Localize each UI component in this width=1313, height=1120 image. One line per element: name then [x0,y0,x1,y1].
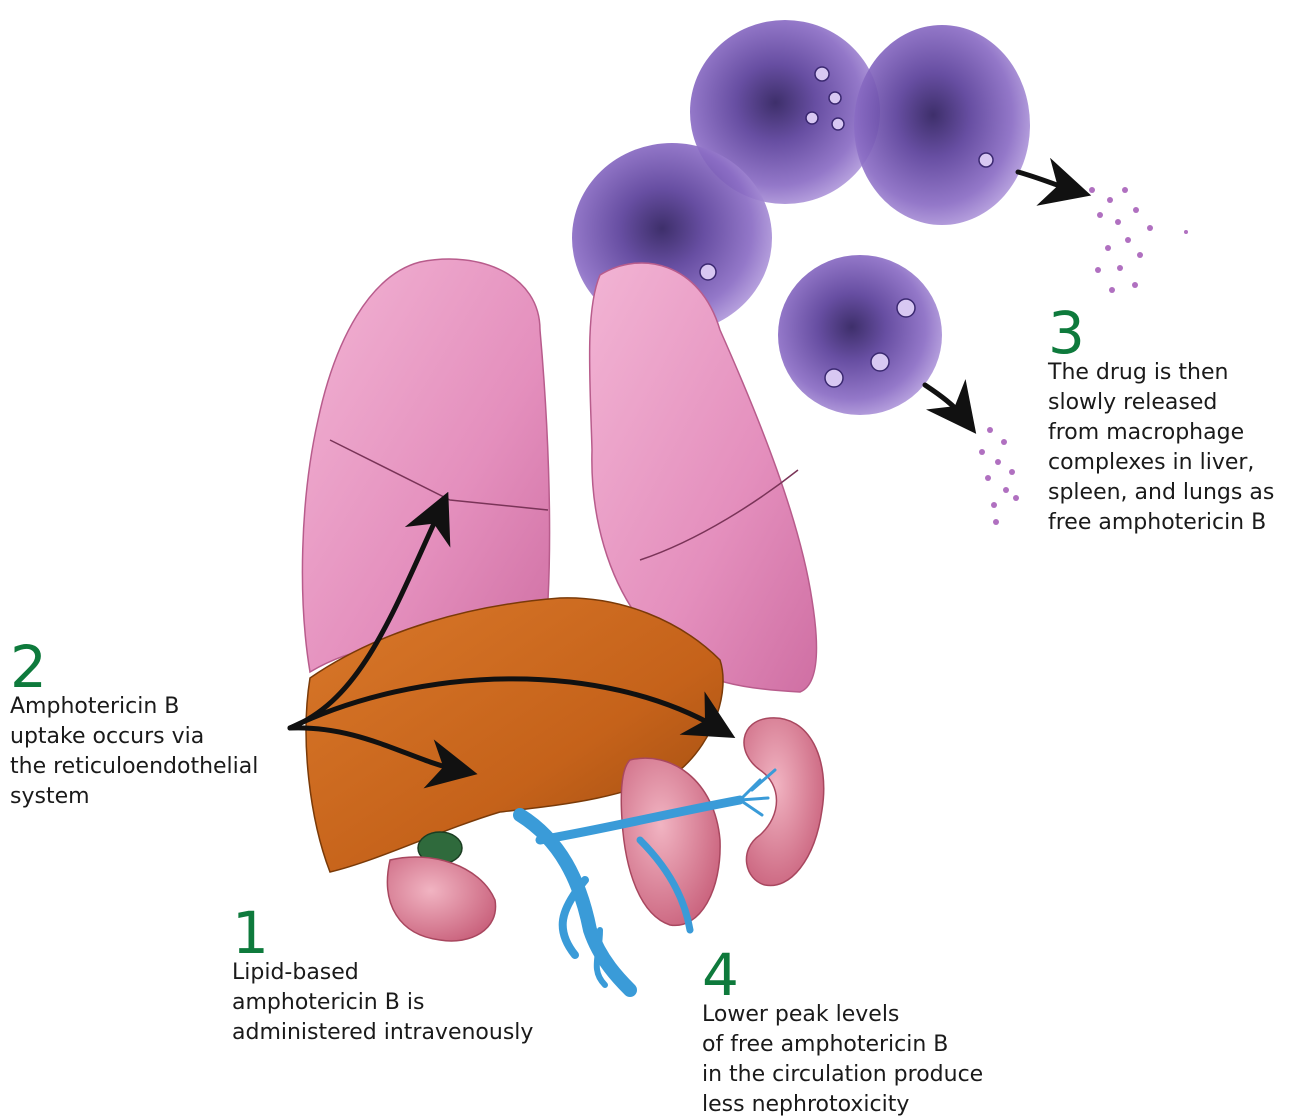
step-number: 1 [232,908,533,958]
step-description: The drug is then slowly released from ma… [1048,358,1274,538]
step-1: 1 Lipid-based amphotericin B is administ… [232,908,533,1048]
step-2: 2 Amphotericin B uptake occurs via the r… [10,642,258,812]
step-description: Amphotericin B uptake occurs via the ret… [10,692,258,812]
step-number: 3 [1048,308,1274,358]
step-description: Lower peak levels of free amphotericin B… [702,1000,983,1120]
macrophage-cell [778,255,942,415]
step-description: Lipid-based amphotericin B is administer… [232,958,533,1048]
arrow-release-upper [1018,172,1072,190]
step-4: 4 Lower peak levels of free amphotericin… [702,950,983,1120]
macrophage-cell [854,25,1030,225]
arrow-release-lower [925,385,964,418]
step-3: 3 The drug is then slowly released from … [1048,308,1274,538]
kidney-detail [744,718,824,886]
step-number: 4 [702,950,983,1000]
step-number: 2 [10,642,258,692]
